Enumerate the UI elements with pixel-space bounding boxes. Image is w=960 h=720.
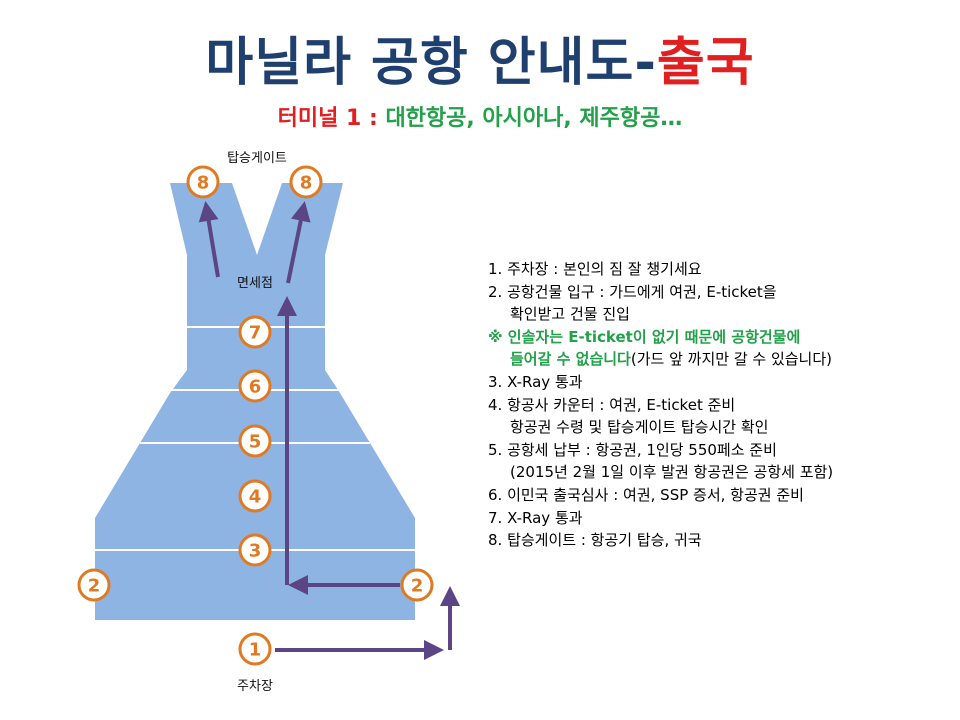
node-2-left: 2	[77, 568, 111, 602]
svg-text:6: 6	[249, 377, 262, 398]
svg-text:8: 8	[197, 173, 210, 194]
step-4: 4. 항공사 카운터 : 여권, E-ticket 준비	[488, 395, 736, 414]
warning-line-2: 들어갈 수 없습니다(가드 앞 까지만 갈 수 있습니다)	[488, 348, 948, 371]
svg-text:3: 3	[249, 541, 262, 562]
step-5-cont: (2015년 2월 1일 이후 발권 항공권은 공항세 포함)	[510, 463, 834, 482]
svg-text:4: 4	[249, 487, 262, 508]
step-3: 3. X-Ray 통과	[488, 372, 583, 391]
svg-text:5: 5	[249, 432, 262, 453]
warning-text: 들어갈 수 없습니다	[510, 350, 631, 369]
svg-text:8: 8	[300, 173, 313, 194]
node-5: 5	[238, 424, 272, 458]
svg-text:7: 7	[249, 323, 262, 344]
step-6: 6. 이민국 출국심사 : 여권, SSP 증서, 항공권 준비	[488, 485, 804, 504]
node-2-right: 2	[400, 568, 434, 602]
step-4-cont: 항공권 수령 및 탑승게이트 탑승시간 확인	[510, 418, 769, 437]
step-8: 8. 탑승게이트 : 항공기 탑승, 귀국	[488, 531, 702, 550]
svg-text:2: 2	[88, 576, 101, 597]
arrow-to-right-gate	[286, 201, 311, 284]
page-title: 마닐라 공항 안내도-출국	[0, 20, 960, 95]
gate-label: 탑승게이트	[227, 151, 287, 166]
duty-free-label: 면세점	[237, 276, 273, 291]
node-6: 6	[238, 369, 272, 403]
node-gate-right: 8	[289, 165, 323, 199]
step-7: 7. X-Ray 통과	[488, 508, 583, 527]
step-5: 5. 공항세 납부 : 항공권, 1인당 550페소 준비	[488, 440, 777, 459]
parking-label: 주차장	[237, 679, 273, 694]
node-1: 1	[238, 632, 272, 666]
node-3: 3	[238, 533, 272, 567]
warning-tail: (가드 앞 까지만 갈 수 있습니다)	[630, 350, 833, 369]
route-arrows	[198, 201, 460, 660]
page-subtitle: 터미널 1 : 대한항공, 아시아나, 제주항공…	[0, 100, 960, 132]
svg-text:1: 1	[249, 640, 262, 661]
arrow-to-left-gate	[198, 201, 220, 278]
node-gate-left: 8	[186, 165, 220, 199]
title-accent: 출국	[656, 33, 755, 93]
title-main: 마닐라 공항 안내도-	[205, 33, 657, 93]
subtitle-rest: 대한항공, 아시아나, 제주항공…	[377, 106, 683, 131]
steps-list: 1. 주차장 : 본인의 짐 잘 챙기세요 2. 공항건물 입구 : 가드에게 …	[488, 258, 948, 552]
svg-text:2: 2	[411, 576, 424, 597]
node-4: 4	[238, 479, 272, 513]
node-7: 7	[238, 315, 272, 349]
warning-line-1: ※ 인솔자는 E-ticket이 없기 때문에 공항건물에	[488, 327, 801, 346]
step-1: 1. 주차장 : 본인의 짐 잘 챙기세요	[488, 260, 702, 278]
step-2: 2. 공항건물 입구 : 가드에게 여권, E-ticket을	[488, 282, 777, 301]
subtitle-lead: 터미널 1 :	[277, 106, 378, 131]
step-2-cont: 확인받고 건물 진입	[510, 305, 630, 324]
